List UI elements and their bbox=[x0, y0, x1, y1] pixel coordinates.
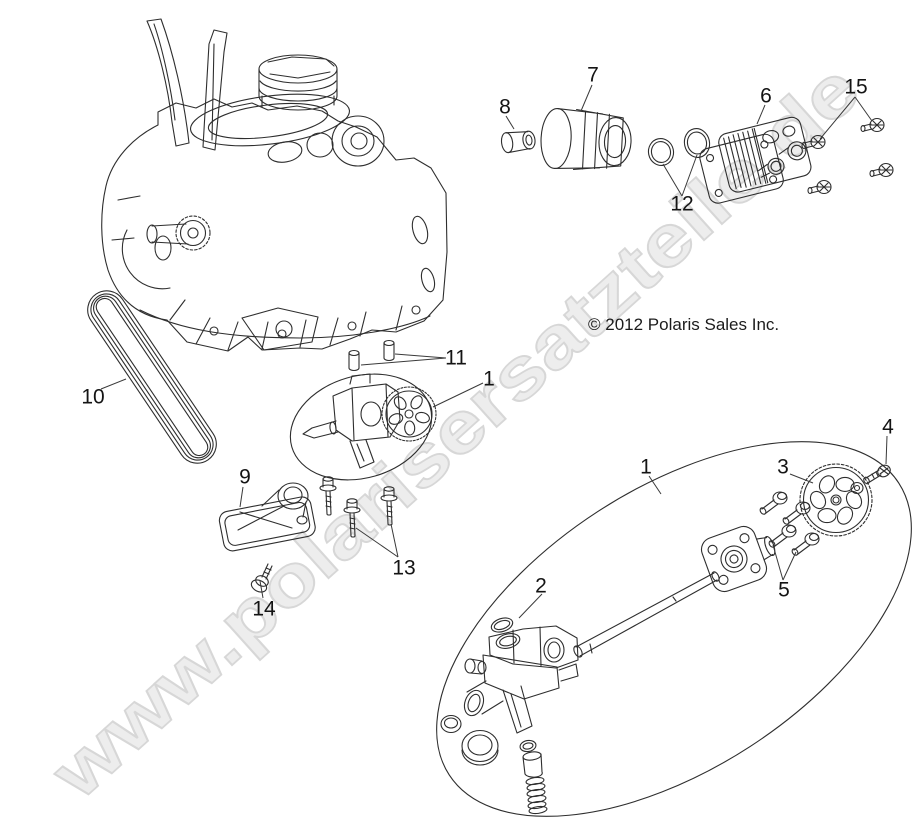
copyright-text: © 2012 Polaris Sales Inc. bbox=[588, 315, 780, 334]
leader-13 bbox=[355, 523, 399, 558]
leader-12 bbox=[662, 154, 698, 197]
callout-1-lower: 1 bbox=[640, 455, 652, 479]
leader-4 bbox=[885, 435, 888, 465]
bolt-5a bbox=[759, 491, 788, 515]
bolt-13a bbox=[319, 476, 337, 516]
callout-11: 11 bbox=[445, 346, 467, 370]
filter-fitting bbox=[500, 130, 536, 154]
callout-14: 14 bbox=[252, 597, 276, 621]
callout-2: 2 bbox=[535, 574, 547, 598]
leader-7 bbox=[580, 84, 593, 112]
relief-spring bbox=[525, 776, 548, 815]
flange-bolts bbox=[759, 491, 820, 556]
callout-10: 10 bbox=[81, 385, 105, 409]
leader-1-lower bbox=[648, 475, 662, 495]
bolt-5d bbox=[791, 532, 820, 556]
leader-11 bbox=[360, 353, 447, 366]
diagram-line-art bbox=[87, 18, 912, 817]
leader-14 bbox=[259, 580, 264, 599]
bolt-15d bbox=[807, 179, 832, 195]
leader-2 bbox=[518, 593, 543, 619]
bolt-15c bbox=[869, 162, 894, 178]
watermark-text: www.polarisersatzteile.de bbox=[36, 49, 874, 815]
leader-3 bbox=[789, 473, 814, 484]
leader-1-upper bbox=[432, 382, 484, 408]
oil-filter bbox=[540, 107, 632, 170]
callout-12: 12 bbox=[670, 192, 694, 216]
watermark: www.polarisersatzteile.de bbox=[35, 48, 875, 816]
callout-15: 15 bbox=[844, 75, 868, 99]
dowel-pins bbox=[348, 339, 395, 372]
drain-screw bbox=[250, 563, 273, 593]
callout-3: 3 bbox=[777, 455, 789, 479]
pump-shaft bbox=[573, 571, 720, 658]
bolt-13c bbox=[380, 486, 398, 526]
pump-sprocket bbox=[381, 386, 437, 442]
sprocket-bolt bbox=[863, 464, 891, 485]
drive-belt bbox=[87, 290, 217, 464]
cooler-bolts bbox=[801, 117, 894, 195]
pump-o-ring bbox=[490, 617, 514, 633]
leader-lines bbox=[100, 84, 888, 619]
oil-pump-kit-exploded bbox=[436, 441, 912, 817]
oil-pump-assembly bbox=[289, 373, 437, 481]
sprocket-washer bbox=[850, 481, 864, 495]
strainer-bolts bbox=[319, 476, 398, 538]
relief-plunger bbox=[522, 751, 543, 778]
cam-chain-guides bbox=[146, 18, 228, 151]
leader-8 bbox=[505, 115, 515, 130]
callout-5: 5 bbox=[778, 578, 790, 602]
leader-15 bbox=[819, 96, 873, 140]
crank-sprocket bbox=[146, 215, 211, 251]
pump-body bbox=[463, 625, 579, 734]
leader-10 bbox=[100, 378, 127, 390]
callout-9: 9 bbox=[239, 465, 251, 489]
drive-sprocket bbox=[799, 463, 873, 537]
leader-9 bbox=[239, 486, 244, 508]
seal-rings bbox=[440, 714, 537, 766]
kit-boundary-ellipse bbox=[436, 441, 912, 817]
bolt-5c bbox=[768, 524, 797, 548]
o-rings bbox=[647, 128, 711, 167]
callout-13: 13 bbox=[392, 556, 416, 580]
bolt-13b bbox=[343, 498, 361, 538]
shaft-flange bbox=[700, 525, 776, 593]
dowel-pin-2 bbox=[383, 339, 395, 362]
o-ring-a bbox=[647, 137, 675, 167]
bolt-15b bbox=[860, 117, 885, 133]
callout-4: 4 bbox=[882, 415, 894, 439]
oil-cooler bbox=[699, 116, 812, 204]
dowel-pin-1 bbox=[348, 349, 360, 372]
engine-assembly bbox=[101, 18, 448, 352]
leader-6 bbox=[756, 104, 766, 125]
piston bbox=[258, 54, 338, 111]
callout-6: 6 bbox=[760, 84, 772, 108]
callout-8: 8 bbox=[499, 95, 511, 119]
bolt-15a bbox=[801, 134, 826, 150]
leader-5 bbox=[772, 544, 797, 581]
oil-pickup-strainer bbox=[218, 482, 316, 552]
bolt-5b bbox=[782, 501, 811, 525]
callout-7: 7 bbox=[587, 63, 599, 87]
callout-1-upper: 1 bbox=[483, 367, 495, 391]
